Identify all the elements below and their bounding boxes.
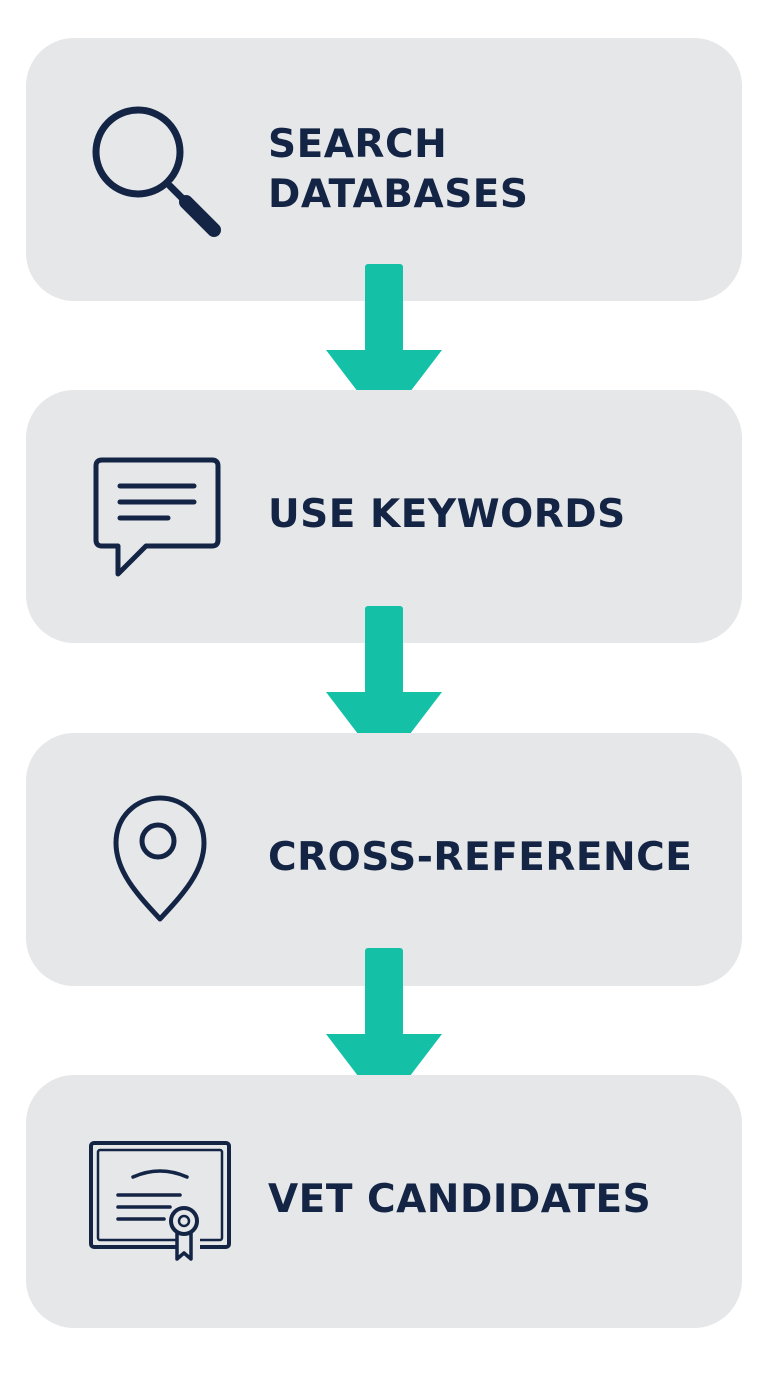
step-card-cross-reference: CROSS-REFERENCE xyxy=(26,733,742,986)
step-label-search-databases: SEARCH DATABASES xyxy=(268,120,529,220)
down-arrow-icon xyxy=(326,264,442,426)
step-label-line: SEARCH xyxy=(268,122,448,167)
search-icon xyxy=(92,106,221,237)
location-pin-icon xyxy=(113,795,207,922)
down-arrow-icon xyxy=(326,948,442,1110)
step-card-use-keywords: USE KEYWORDS xyxy=(26,390,742,643)
message-icon xyxy=(93,457,221,577)
down-arrow-icon xyxy=(326,606,442,768)
step-card-vet-candidates: VET CANDIDATES xyxy=(26,1075,742,1328)
step-label-vet-candidates: VET CANDIDATES xyxy=(268,1177,652,1222)
step-card-search-databases: SEARCH DATABASES xyxy=(26,38,742,301)
step-label-cross-reference: CROSS-REFERENCE xyxy=(268,835,693,880)
certificate-icon xyxy=(89,1141,231,1263)
step-label-line: DATABASES xyxy=(268,172,529,217)
step-label-use-keywords: USE KEYWORDS xyxy=(268,492,626,537)
